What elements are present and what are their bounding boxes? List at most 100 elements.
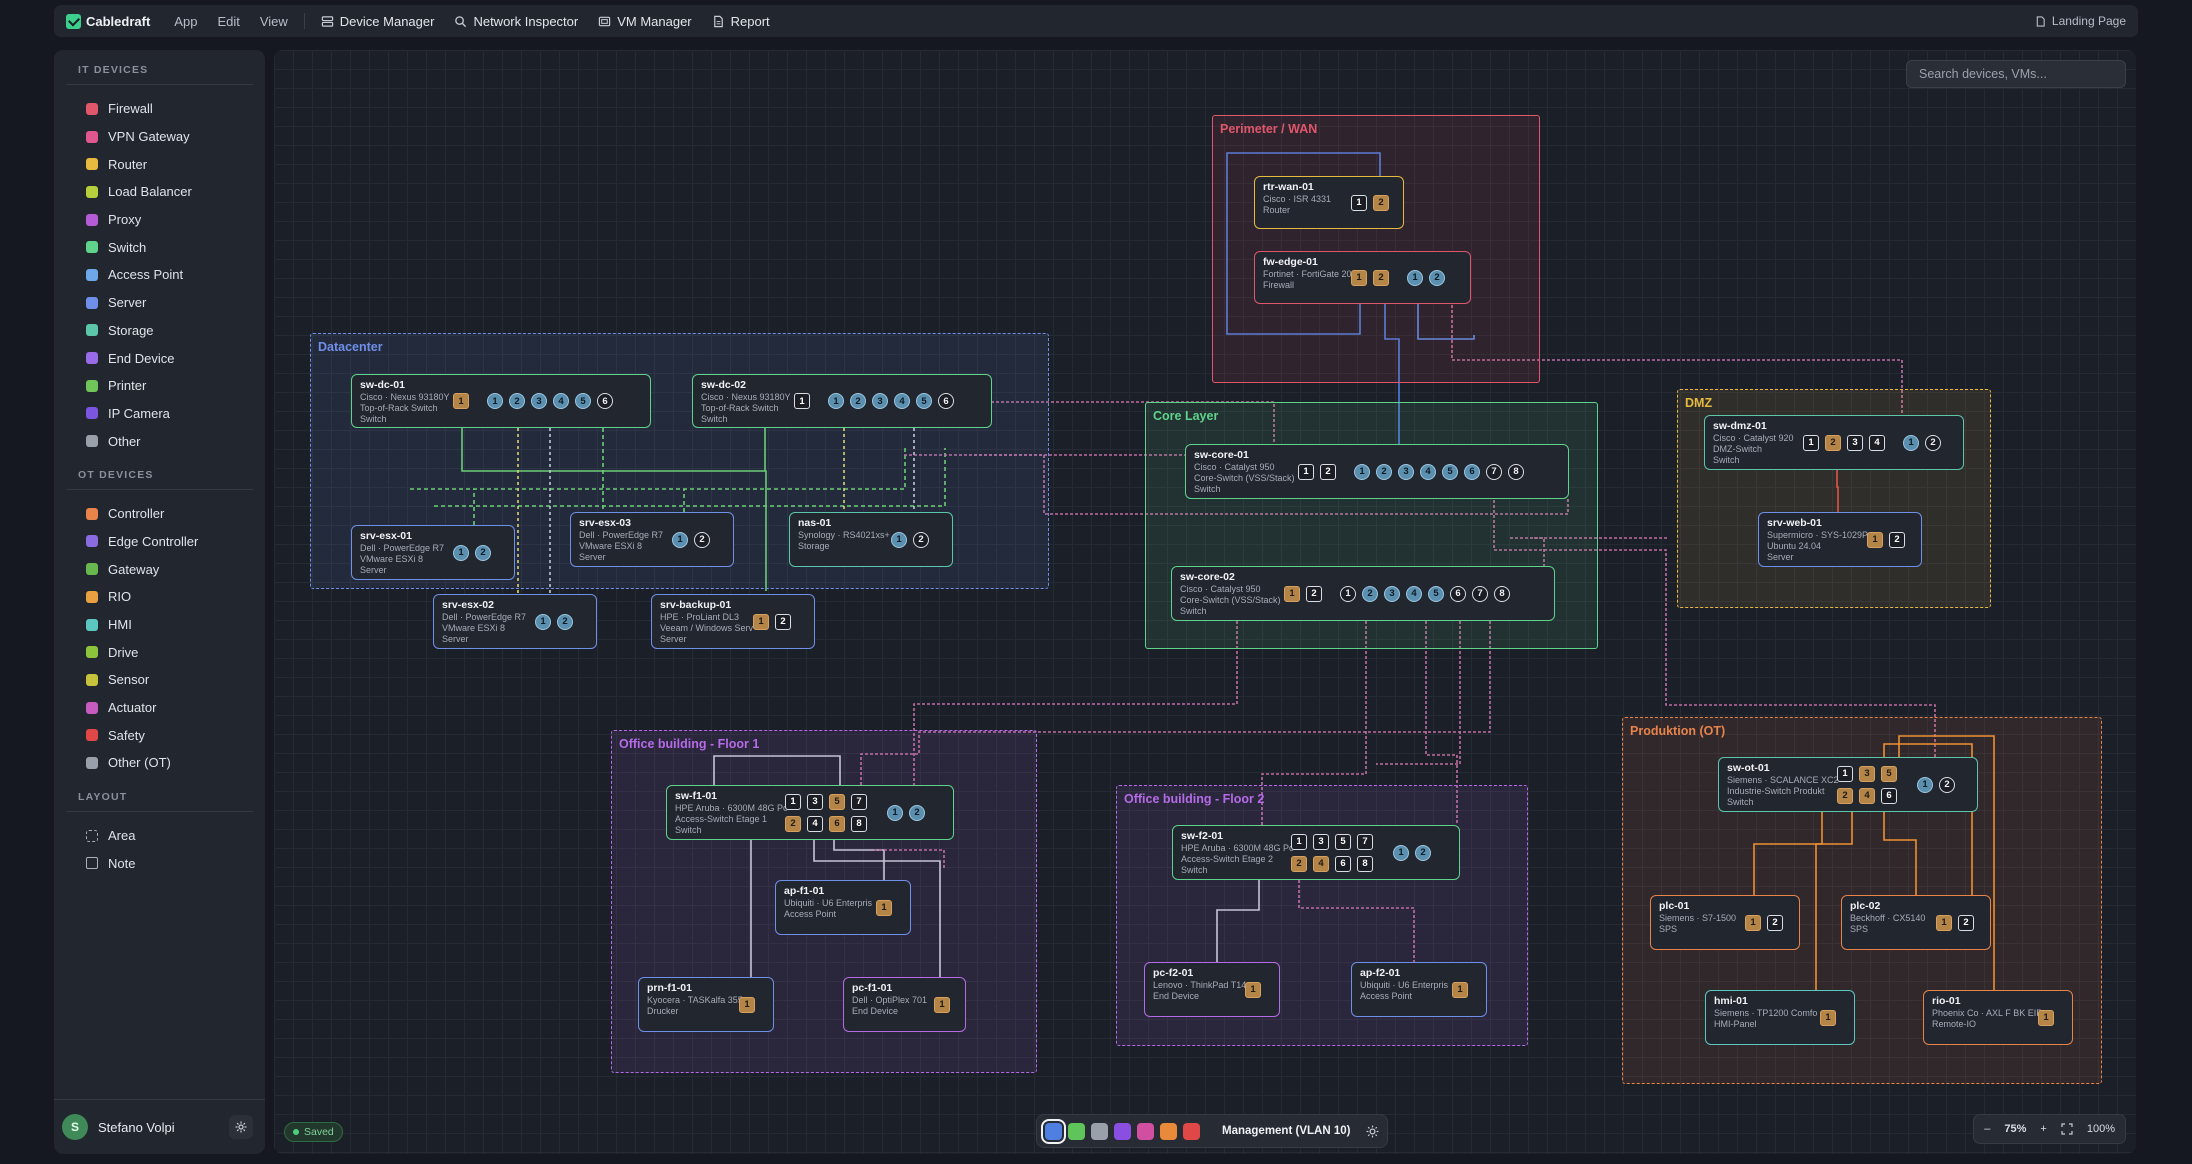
ethernet-port[interactable]: 2 xyxy=(1767,914,1783,931)
ethernet-port[interactable]: 1 xyxy=(453,393,469,409)
ethernet-port[interactable]: 3 xyxy=(807,793,823,810)
ethernet-port[interactable]: 2 xyxy=(1291,855,1307,872)
ethernet-port[interactable]: 7 xyxy=(851,793,867,810)
ethernet-port[interactable]: 1 xyxy=(739,996,755,1013)
fiber-port[interactable]: 2 xyxy=(850,393,866,409)
ethernet-port[interactable]: 1 xyxy=(785,793,801,810)
ethernet-port[interactable]: 2 xyxy=(1320,463,1336,480)
palette-item-switch[interactable]: Switch xyxy=(66,233,253,261)
palette-item-vpn-gateway[interactable]: VPN Gateway xyxy=(66,123,253,151)
cable-link[interactable] xyxy=(1298,880,1415,962)
ethernet-port[interactable]: 1 xyxy=(1291,833,1307,850)
fiber-port[interactable]: 5 xyxy=(1442,463,1458,480)
ethernet-port[interactable]: 7 xyxy=(1357,833,1373,850)
ethernet-port[interactable]: 3 xyxy=(1847,434,1863,451)
palette-item-printer[interactable]: Printer xyxy=(66,372,253,400)
fiber-port[interactable]: 2 xyxy=(509,393,525,409)
fiber-port[interactable]: 2 xyxy=(557,613,573,630)
ethernet-port[interactable]: 1 xyxy=(1867,531,1883,548)
fiber-port[interactable]: 3 xyxy=(1398,463,1414,480)
cable-link[interactable] xyxy=(1883,743,1973,895)
cable-link[interactable] xyxy=(1417,304,1475,340)
fiber-port[interactable]: 2 xyxy=(1415,844,1431,861)
cable-link[interactable] xyxy=(904,454,1569,515)
fiber-port[interactable]: 1 xyxy=(891,531,907,548)
fiber-port[interactable]: 2 xyxy=(475,544,491,561)
fiber-port[interactable]: 2 xyxy=(913,531,929,548)
ethernet-port[interactable]: 1 xyxy=(1284,585,1300,602)
ethernet-port[interactable]: 1 xyxy=(1745,914,1761,931)
menu-edit[interactable]: Edit xyxy=(217,13,240,29)
ethernet-port[interactable]: 1 xyxy=(934,996,950,1013)
ethernet-port[interactable]: 1 xyxy=(1245,981,1261,998)
ethernet-port[interactable]: 2 xyxy=(1958,914,1974,931)
fiber-port[interactable]: 1 xyxy=(487,393,503,409)
ethernet-port[interactable]: 4 xyxy=(1313,855,1329,872)
ethernet-port[interactable]: 5 xyxy=(1881,765,1897,782)
ethernet-port[interactable]: 2 xyxy=(1889,531,1905,548)
palette-item-hmi[interactable]: HMI xyxy=(66,611,253,639)
ethernet-port[interactable]: 1 xyxy=(1803,434,1819,451)
ethernet-port[interactable]: 1 xyxy=(1452,981,1468,998)
cable-link[interactable] xyxy=(1451,275,1903,418)
fiber-port[interactable]: 1 xyxy=(453,544,469,561)
ethernet-port[interactable]: 1 xyxy=(794,393,810,409)
network-inspector-button[interactable]: Network Inspector xyxy=(444,14,588,29)
cable-link[interactable] xyxy=(1216,880,1260,962)
cable-link[interactable] xyxy=(860,621,1491,785)
report-button[interactable]: Report xyxy=(702,14,780,29)
cable-link[interactable] xyxy=(1493,500,1936,757)
fiber-port[interactable]: 1 xyxy=(1354,463,1370,480)
fiber-port[interactable]: 4 xyxy=(1420,463,1436,480)
ethernet-port[interactable]: 8 xyxy=(1357,855,1373,872)
fiber-port[interactable]: 4 xyxy=(1406,585,1422,602)
ethernet-port[interactable]: 2 xyxy=(1825,434,1841,451)
ethernet-port[interactable]: 2 xyxy=(775,613,791,630)
cable-link[interactable] xyxy=(813,840,941,977)
area-perimeter-wan[interactable]: Perimeter / WAN xyxy=(1212,115,1540,383)
fiber-port[interactable]: 3 xyxy=(1384,585,1400,602)
landing-page-link[interactable]: Landing Page xyxy=(2035,14,2126,28)
vlan-color-swatch[interactable] xyxy=(1114,1122,1131,1140)
palette-item-ip-camera[interactable]: IP Camera xyxy=(66,400,253,428)
palette-item-controller[interactable]: Controller xyxy=(66,500,253,528)
device-manager-button[interactable]: Device Manager xyxy=(311,14,445,29)
ethernet-port[interactable]: 4 xyxy=(807,815,823,832)
fiber-port[interactable]: 2 xyxy=(1939,776,1955,793)
cable-link[interactable] xyxy=(1261,621,1367,825)
cable-link[interactable] xyxy=(461,428,767,591)
cable-link[interactable] xyxy=(1226,152,1381,335)
fiber-port[interactable]: 5 xyxy=(575,393,591,409)
fiber-port[interactable]: 1 xyxy=(1917,776,1933,793)
palette-item-actuator[interactable]: Actuator xyxy=(66,694,253,722)
fiber-port[interactable]: 1 xyxy=(887,804,903,821)
cable-link[interactable] xyxy=(434,448,946,507)
ethernet-port[interactable]: 4 xyxy=(1869,434,1885,451)
vlan-color-swatch[interactable] xyxy=(1160,1122,1177,1140)
fiber-port[interactable]: 2 xyxy=(1376,463,1392,480)
palette-item-access-point[interactable]: Access Point xyxy=(66,261,253,289)
ethernet-port[interactable]: 1 xyxy=(753,613,769,630)
vlan-color-swatch[interactable] xyxy=(1137,1122,1154,1140)
menu-view[interactable]: View xyxy=(259,13,288,29)
cable-link[interactable] xyxy=(913,621,1238,785)
ethernet-port[interactable]: 3 xyxy=(1313,833,1329,850)
ethernet-port[interactable]: 3 xyxy=(1859,765,1875,782)
fiber-port[interactable]: 1 xyxy=(828,393,844,409)
ethernet-port[interactable]: 1 xyxy=(1837,765,1853,782)
palette-item-other-ot[interactable]: Other (OT) xyxy=(66,749,253,777)
vlan-color-swatch[interactable] xyxy=(1068,1122,1085,1140)
fiber-port[interactable]: 1 xyxy=(1393,844,1409,861)
user-profile[interactable]: S Stefano Volpi xyxy=(62,1112,253,1142)
ethernet-port[interactable]: 1 xyxy=(1351,194,1367,211)
fiber-port[interactable]: 1 xyxy=(535,613,551,630)
zoom-in-button[interactable]: + xyxy=(2040,1123,2047,1135)
